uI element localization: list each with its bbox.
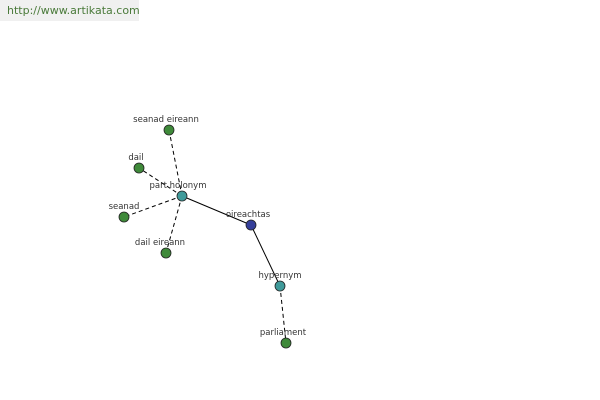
node-label-parliament: parliament	[260, 328, 307, 338]
node-label-hypernym: hypernym	[258, 271, 301, 281]
source-url-link[interactable]: http://www.artikata.com	[7, 4, 140, 17]
edge-layer	[123, 129, 287, 344]
node-dail[interactable]	[133, 162, 145, 174]
edge-part-holonym-seanad-eireann	[168, 129, 183, 197]
node-label-seanad-eireann: seanad eireann	[133, 115, 199, 125]
node-seanad-eireann[interactable]	[163, 124, 175, 136]
node-label-oireachtas: oireachtas	[226, 210, 271, 220]
edge-oireachtas-part-holonym	[181, 195, 252, 226]
edge-hypernym-parliament	[279, 285, 287, 344]
node-label-dail: dail	[128, 153, 143, 163]
edge-oireachtas-hypernym	[250, 224, 281, 287]
node-part-holonym[interactable]	[176, 190, 188, 202]
node-parliament[interactable]	[280, 337, 292, 349]
label-layer: oireachtas part holonym hypernym seanad eir…	[109, 115, 307, 338]
node-dail-eireann[interactable]	[160, 247, 172, 259]
edge-part-holonym-dail-eireann	[165, 195, 183, 254]
node-seanad[interactable]	[118, 211, 130, 223]
edge-part-holonym-seanad	[123, 195, 183, 218]
edge-part-holonym-dail	[138, 167, 183, 197]
node-oireachtas[interactable]	[245, 219, 257, 231]
node-label-seanad: seanad	[109, 202, 140, 212]
node-label-part-holonym: part holonym	[150, 181, 207, 191]
url-banner: http://www.artikata.com	[0, 0, 140, 21]
node-hypernym[interactable]	[274, 280, 286, 292]
node-layer	[118, 124, 292, 349]
node-label-dail-eireann: dail eireann	[135, 238, 185, 248]
